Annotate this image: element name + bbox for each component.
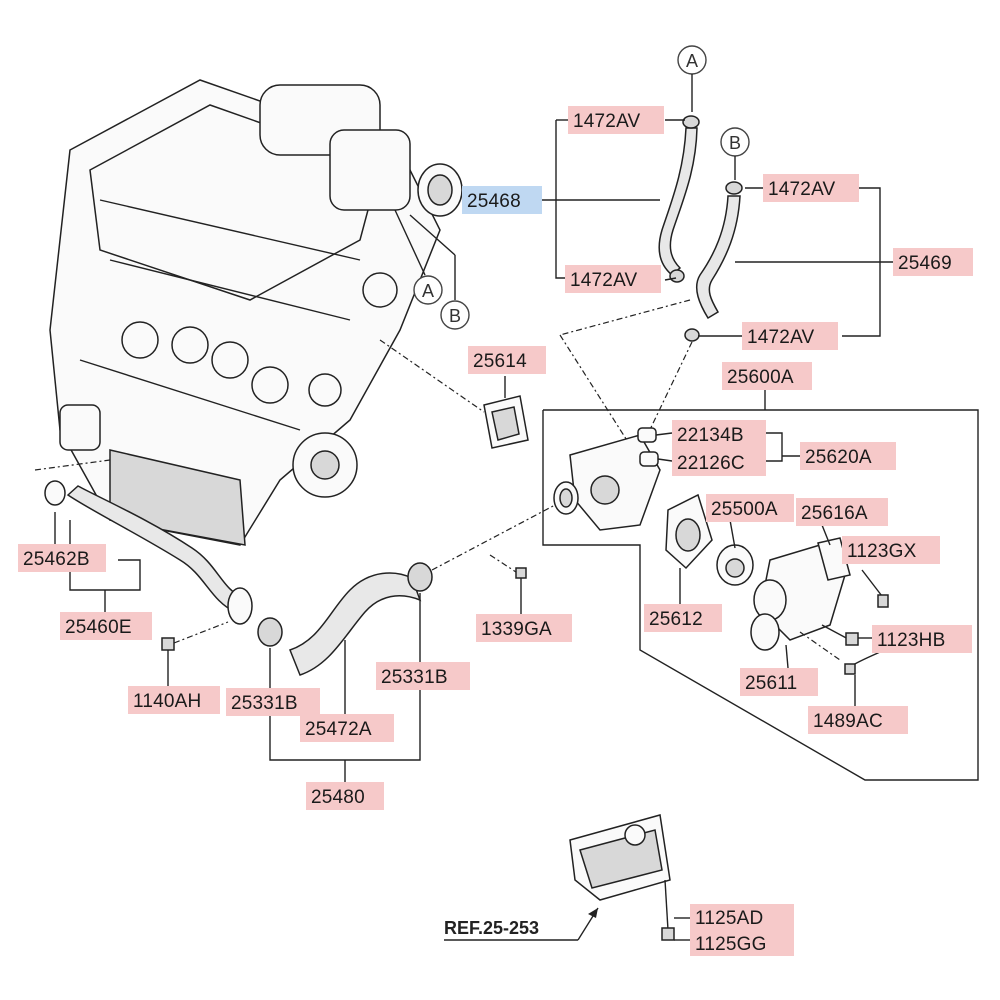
svg-text:1489AC: 1489AC (813, 711, 883, 732)
svg-text:25611: 25611 (745, 673, 797, 694)
label-1489ac[interactable]: 1489AC (808, 706, 908, 734)
pipe-25460e (34, 459, 253, 625)
engine-block (49, 79, 463, 546)
label-25460e[interactable]: 25460E (60, 612, 152, 640)
label-1125ad[interactable]: 1125AD (690, 904, 794, 930)
svg-text:22126C: 22126C (677, 453, 745, 474)
label-25612[interactable]: 25612 (644, 604, 722, 632)
label-1472av-right-top[interactable]: 1472AV (763, 174, 859, 202)
thermostat-25500a (716, 519, 754, 586)
label-25500a[interactable]: 25500A (706, 494, 794, 522)
svg-text:22134B: 22134B (677, 425, 744, 446)
connector-b-top: B (720, 127, 750, 180)
label-1123hb[interactable]: 1123HB (872, 625, 972, 653)
label-25614[interactable]: 25614 (468, 346, 546, 374)
label-25462b[interactable]: 25462B (18, 544, 106, 572)
label-25472a[interactable]: 25472A (300, 714, 394, 742)
svg-text:A: A (422, 281, 434, 301)
label-25331b-left[interactable]: 25331B (226, 688, 320, 716)
svg-text:25600A: 25600A (727, 367, 794, 388)
reservoir-tank (569, 814, 690, 941)
svg-text:B: B (449, 306, 461, 326)
label-25480[interactable]: 25480 (306, 782, 384, 810)
svg-text:1125AD: 1125AD (695, 908, 763, 929)
label-1123gx[interactable]: 1123GX (842, 536, 940, 564)
svg-text:25460E: 25460E (65, 617, 132, 638)
svg-text:1472AV: 1472AV (747, 327, 815, 348)
connector-a-engine: A (394, 209, 443, 305)
svg-text:1123HB: 1123HB (877, 630, 945, 651)
svg-text:25468: 25468 (467, 191, 521, 212)
label-25600a[interactable]: 25600A (722, 362, 812, 390)
svg-text:1125GG: 1125GG (695, 934, 767, 955)
svg-text:B: B (729, 133, 741, 153)
svg-text:1472AV: 1472AV (570, 270, 638, 291)
bolt-1123gx (850, 559, 889, 608)
bolt-1140ah (161, 621, 229, 686)
hose-25472a (257, 504, 556, 676)
label-1472av-right-bottom[interactable]: 1472AV (742, 322, 838, 350)
water-outlet-housing (553, 427, 661, 531)
gasket-25614 (379, 339, 529, 449)
svg-text:25612: 25612 (649, 609, 703, 630)
label-1472av-top[interactable]: 1472AV (568, 106, 664, 134)
svg-text:25500A: 25500A (711, 499, 778, 520)
label-1140ah[interactable]: 1140AH (128, 686, 220, 714)
label-1125gg[interactable]: 1125GG (690, 930, 794, 956)
svg-text:1123GX: 1123GX (847, 541, 917, 562)
svg-text:25616A: 25616A (801, 503, 868, 524)
connector-b-engine: B (409, 214, 470, 330)
svg-text:25331B: 25331B (381, 667, 448, 688)
label-22126c[interactable]: 22126C (672, 448, 766, 476)
reference-arrow: REF.25-253 (444, 907, 599, 941)
connector-a-top: A (677, 45, 707, 112)
reference-label: REF.25-253 (444, 918, 539, 938)
svg-text:25620A: 25620A (805, 447, 872, 468)
svg-text:A: A (686, 51, 698, 71)
hose-25469 (684, 181, 743, 342)
label-25331b-right[interactable]: 25331B (376, 662, 470, 690)
label-22134b[interactable]: 22134B (672, 420, 766, 448)
svg-text:25469: 25469 (898, 253, 952, 274)
gasket-25612 (665, 493, 713, 604)
svg-text:1339GA: 1339GA (481, 619, 552, 640)
svg-text:1472AV: 1472AV (573, 111, 641, 132)
label-25611[interactable]: 25611 (740, 668, 818, 696)
assembly-outline (542, 409, 979, 781)
svg-text:25480: 25480 (311, 787, 365, 808)
label-25468[interactable]: 25468 (462, 186, 542, 214)
label-25616a[interactable]: 25616A (796, 498, 888, 526)
svg-text:25462B: 25462B (23, 549, 90, 570)
label-25620a[interactable]: 25620A (800, 442, 896, 470)
svg-text:25614: 25614 (473, 351, 527, 372)
label-1339ga[interactable]: 1339GA (476, 614, 572, 642)
water-inlet-fitting (750, 519, 851, 669)
svg-text:1140AH: 1140AH (133, 691, 201, 712)
svg-text:25472A: 25472A (305, 719, 372, 740)
label-25469[interactable]: 25469 (893, 248, 973, 276)
label-1472av-mid-left[interactable]: 1472AV (565, 265, 661, 293)
bolt-1339ga (489, 554, 527, 614)
hose-25468 (658, 115, 700, 283)
svg-text:1472AV: 1472AV (768, 179, 836, 200)
svg-text:25331B: 25331B (231, 693, 298, 714)
